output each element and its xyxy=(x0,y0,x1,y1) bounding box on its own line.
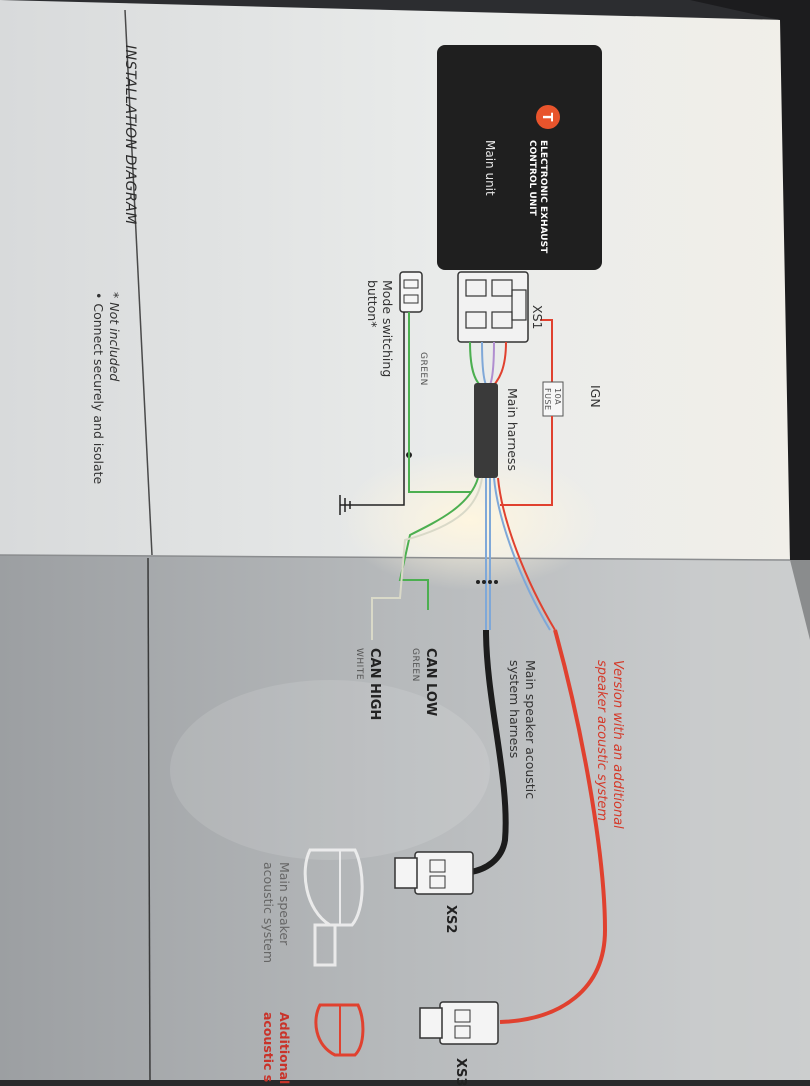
rule-line-top xyxy=(124,9,153,556)
brand-logo-icon xyxy=(536,105,560,129)
speaker-harness-wire xyxy=(469,629,509,875)
mode-button-line1: Mode switching xyxy=(380,280,395,378)
can-high-label: CAN HIGH xyxy=(367,648,382,721)
main-unit-label: Main unit xyxy=(483,140,497,196)
note-connect: • Connect securely and isolate xyxy=(91,292,106,485)
fuse-rating: 10A xyxy=(553,388,562,406)
main-speaker-line2: acoustic system xyxy=(261,862,276,964)
xs1-connector xyxy=(457,271,529,343)
unit-brand-line1: ELECTRONIC EXHAUST xyxy=(538,140,548,254)
xs3-label: XS3 xyxy=(453,1058,468,1086)
speaker-harness-label: Main speaker acoustic system harness xyxy=(506,660,538,799)
additional-speaker-wire xyxy=(499,629,608,1024)
unit-brand-line2: CONTROL UNIT xyxy=(527,140,537,216)
fuse-text: FUSE xyxy=(543,388,552,411)
rule-line-bottom xyxy=(147,557,151,1080)
main-speaker-line1: Main speaker xyxy=(277,862,292,946)
ign-label: IGN xyxy=(588,385,603,408)
mode-button-line2: button* xyxy=(365,280,380,328)
svg-text:T: T xyxy=(539,113,554,122)
additional-line2: acoustic s xyxy=(261,1012,276,1083)
main-speaker-label: Main speaker acoustic system xyxy=(260,862,292,963)
green-wire-label: GREEN xyxy=(418,352,428,386)
version-line2: speaker acoustic system xyxy=(594,660,609,822)
light-reflection xyxy=(340,450,600,590)
main-harness-label: Main harness xyxy=(505,388,520,471)
mode-button-icon xyxy=(399,271,423,313)
unit-brand: ELECTRONIC EXHAUST CONTROL UNIT xyxy=(526,140,548,253)
version-line1: Version with an additional xyxy=(610,660,625,829)
can-low-label: CAN LOW xyxy=(423,648,438,717)
main-speaker-icon xyxy=(303,848,364,967)
page-fold xyxy=(0,554,791,561)
additional-speaker-icon xyxy=(314,1003,365,1057)
version-label: Version with an additional speaker acous… xyxy=(593,660,625,829)
can-low-color: GREEN xyxy=(410,648,420,682)
main-harness-sleeve xyxy=(474,383,498,478)
additional-speaker-label: Additional acoustic s xyxy=(260,1012,292,1084)
additional-line1: Additional xyxy=(277,1012,292,1085)
speaker-harness-line1: Main speaker acoustic xyxy=(523,660,538,800)
can-high-color: WHITE xyxy=(354,648,364,681)
xs2-label: XS2 xyxy=(443,905,458,934)
bottom-page xyxy=(0,555,810,1080)
page-title: INSTALLATION DIAGRAM xyxy=(122,45,138,225)
xs1-label: XS1 xyxy=(530,305,545,330)
speaker-harness-line2: system harness xyxy=(507,660,522,759)
note-not-included: * Not included xyxy=(107,292,122,382)
main-unit-box xyxy=(437,45,602,270)
mode-button-label: Mode switching button* xyxy=(365,280,395,377)
